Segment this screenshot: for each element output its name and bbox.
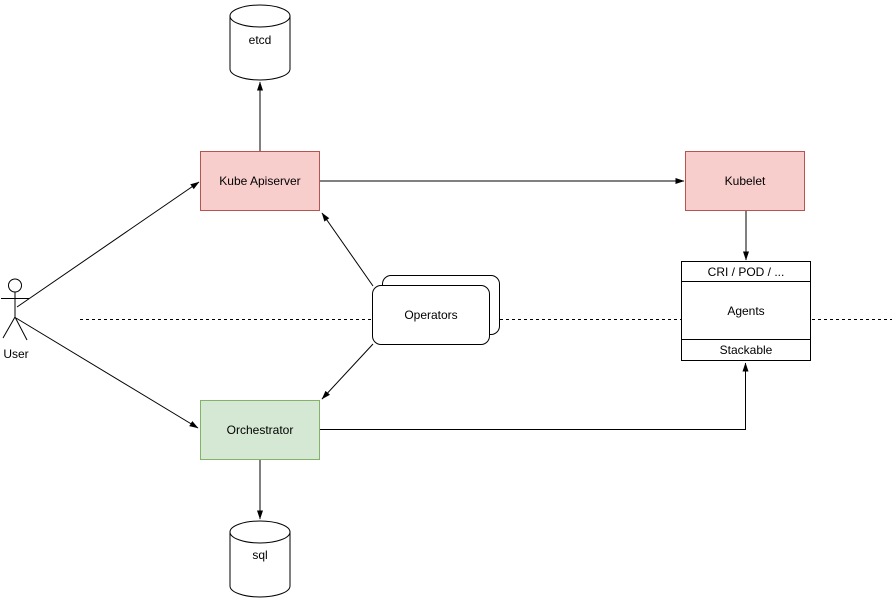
kube-apiserver-label: Kube Apiserver [219,174,301,188]
edge-orchestrator-to-stackable [320,362,749,430]
edge-user-to-orchestrator [15,317,199,429]
kubelet-label: Kubelet [724,174,766,188]
edge-user-to-apiserver [16,181,200,308]
edge-operators-to-apiserver [321,212,374,287]
node-kube-apiserver: Kube Apiserver [200,151,320,211]
node-operators: Operators [372,285,490,345]
edge-operators-to-orchestrator [321,343,374,400]
etcd-cylinder-shape [229,4,291,81]
agents-body-compartment: Agents [682,282,810,339]
operators-label: Operators [404,308,458,322]
sql-cylinder-shape [229,520,291,598]
etcd-label: etcd [248,33,272,47]
node-orchestrator: Orchestrator [200,400,320,460]
agents-footer-label: Stackable [719,343,773,357]
node-kubelet: Kubelet [685,151,805,211]
user-label: User [3,347,29,361]
agents-body-label: Agents [727,303,765,318]
node-agents-stack: CRI / POD / ... Agents Stackable [681,261,811,361]
user-actor-icon [1,278,29,341]
agents-footer-compartment: Stackable [682,339,810,360]
agents-header-label: CRI / POD / ... [707,264,785,279]
agents-header-compartment: CRI / POD / ... [682,262,810,282]
sql-label: sql [252,548,268,562]
orchestrator-label: Orchestrator [226,423,294,437]
